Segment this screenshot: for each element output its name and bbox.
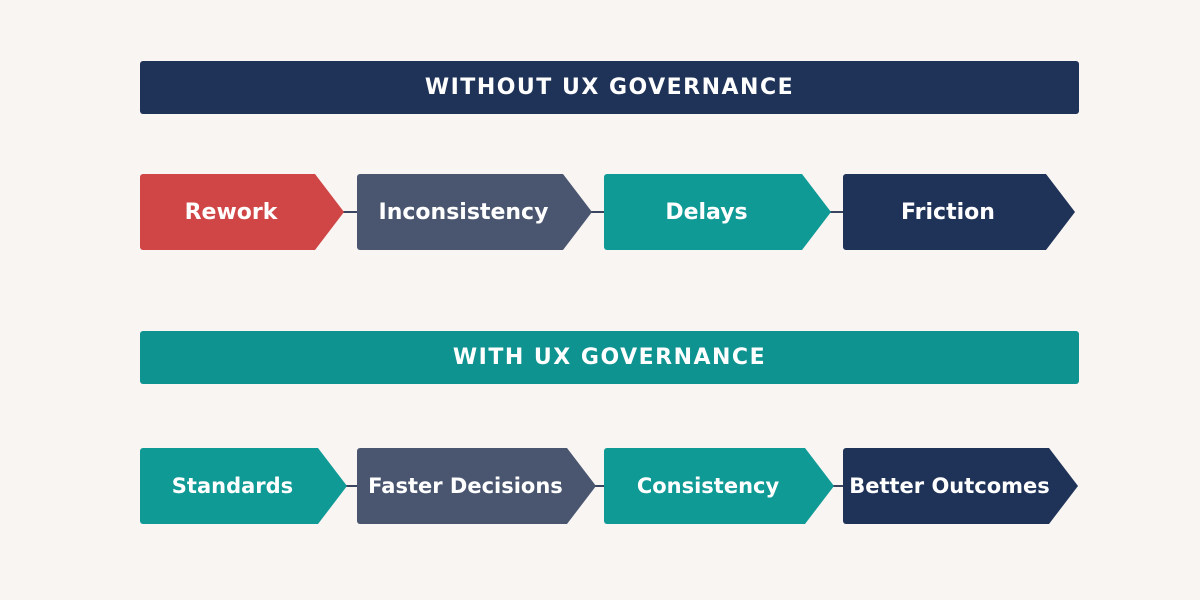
with-governance-banner: WITH UX GOVERNANCE (140, 331, 1079, 384)
connector-line (820, 211, 860, 213)
step-label: Standards (171, 474, 294, 498)
connector-line (330, 211, 370, 213)
step-better-outcomes: Better Outcomes (843, 448, 1078, 524)
step-label: Friction (901, 199, 995, 225)
step-label: Faster Decisions (368, 474, 563, 498)
step-label: Rework (184, 199, 278, 225)
step-standards: Standards (140, 448, 347, 524)
step-label: Better Outcomes (849, 474, 1050, 498)
step-friction: Friction (843, 174, 1075, 250)
step-delays: Delays (604, 174, 831, 250)
step-faster-decisions: Faster Decisions (357, 448, 596, 524)
step-label: Consistency (636, 474, 780, 498)
step-rework: Rework (140, 174, 344, 250)
step-label: Inconsistency (378, 199, 549, 225)
step-inconsistency: Inconsistency (357, 174, 592, 250)
connector-line (820, 485, 860, 487)
banner-title: WITH UX GOVERNANCE (452, 345, 767, 370)
connector-line (580, 211, 620, 213)
connector-line (580, 485, 620, 487)
banner-title: WITHOUT UX GOVERNANCE (424, 75, 795, 100)
step-label: Delays (665, 199, 748, 225)
connector-line (330, 485, 370, 487)
without-governance-banner: WITHOUT UX GOVERNANCE (140, 61, 1079, 114)
step-consistency: Consistency (604, 448, 834, 524)
